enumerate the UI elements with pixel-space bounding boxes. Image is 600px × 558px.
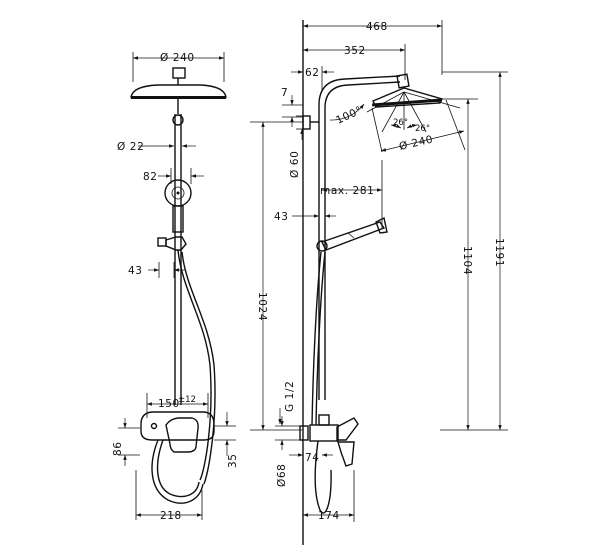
side-view: 468 352 62 7 100° xyxy=(250,20,508,545)
front-handshower-offset-label: 82 xyxy=(143,171,158,183)
front-mixer-centres-label: 150 xyxy=(158,398,180,410)
side-tilt-angle-label: 100° xyxy=(334,104,364,127)
side-outlet-offset-label: 74 xyxy=(305,452,320,464)
side-wall-offset-label: 62 xyxy=(305,67,320,79)
side-pipe-offset-label: 43 xyxy=(274,211,289,223)
side-tilt-right-label: 26° xyxy=(415,124,430,134)
front-mixer-height-label: 35 xyxy=(227,453,239,468)
side-rosette-diameter-label: Ø 60 xyxy=(289,151,301,178)
side-height-head-label: 1104 xyxy=(461,246,473,275)
front-head-diameter-label: Ø 240 xyxy=(160,52,195,64)
front-holder-offset-label: 43 xyxy=(128,265,143,277)
side-max-reach-label: max. 281 xyxy=(320,185,374,197)
front-mixer xyxy=(140,411,215,504)
side-overall-width-label: 468 xyxy=(366,21,388,33)
side-bracket-thickness-label: 7 xyxy=(281,87,288,99)
front-hand-shower xyxy=(157,179,192,251)
side-arm-reach-label: 352 xyxy=(344,45,366,57)
front-view: Ø 240 Ø 22 82 xyxy=(112,52,239,522)
side-mixer-projection-label: 174 xyxy=(318,510,340,522)
side-connection-thread-label: G 1/2 xyxy=(284,381,296,412)
side-height-total-label: 1191 xyxy=(493,238,505,267)
side-head-diameter-label: Ø 240 xyxy=(398,133,434,152)
front-pipe-diameter-label: Ø 22 xyxy=(117,141,144,153)
front-mixer-depth-label: 86 xyxy=(112,441,124,456)
side-tilt-left-label: 26° xyxy=(393,118,408,128)
side-height-bracket-label: 1024 xyxy=(256,292,268,321)
side-mixer xyxy=(299,414,359,514)
front-overall-width-label: 218 xyxy=(160,510,182,522)
side-outlet-diameter-label: Ø68 xyxy=(276,464,288,487)
front-shower-head xyxy=(130,67,227,114)
side-shower-head xyxy=(372,73,444,108)
front-mixer-centres-tolerance: ±12 xyxy=(178,395,196,405)
side-hand-shower xyxy=(316,216,388,252)
